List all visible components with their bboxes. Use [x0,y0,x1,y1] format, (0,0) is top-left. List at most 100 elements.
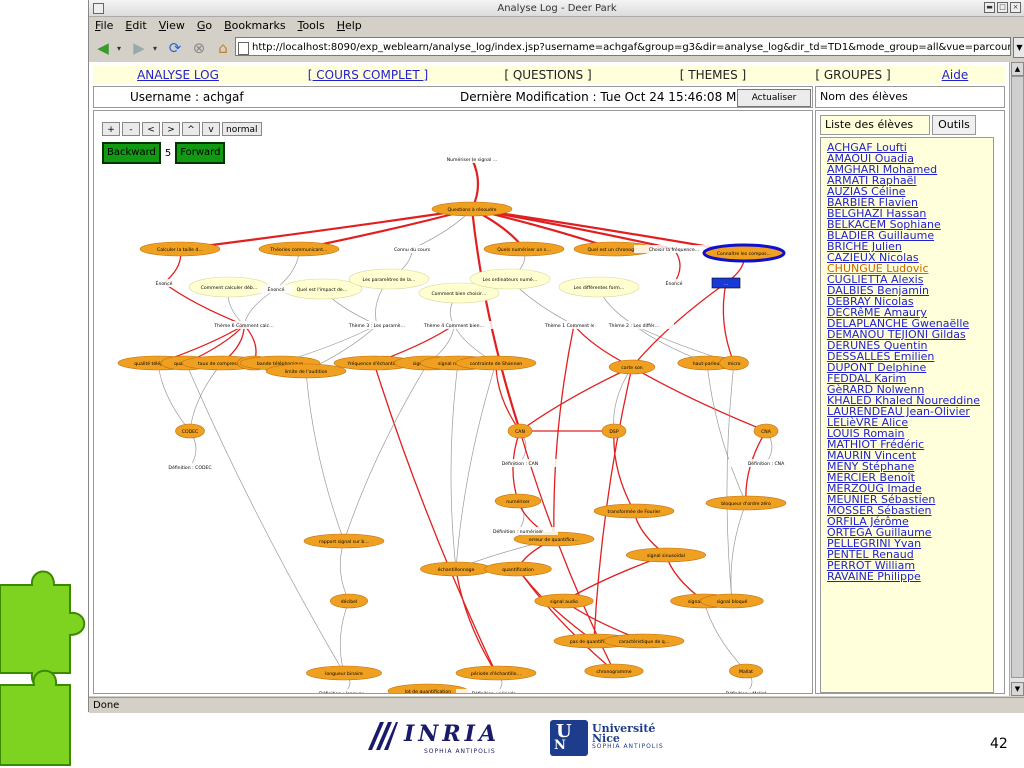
graph-node[interactable]: Définition : longueu… [304,689,384,693]
back-dropdown-icon[interactable]: ▾ [117,43,122,53]
menu-edit[interactable]: Edit [125,19,147,32]
pan-right-button[interactable]: > [162,122,180,136]
graph-node[interactable]: Calculer la taille d… [139,241,221,257]
student-link[interactable]: MAURIN Vincent [827,449,917,462]
student-link[interactable]: RAVAINE Philippe [827,570,921,583]
maximize-icon[interactable]: □ [997,2,1008,13]
graph-node[interactable]: signal audio [534,593,594,609]
graph-node[interactable]: Définition : CAN [482,459,558,467]
graph-node[interactable]: bloqueur d'ordre zéro [705,495,787,511]
graph-node[interactable]: transformée de Fourier [593,503,675,519]
student-link[interactable]: ORTEGA Guillaume [827,526,932,539]
scroll-thumb[interactable] [1011,76,1024,678]
pan-left-button[interactable]: < [142,122,160,136]
student-link[interactable]: AMAOUI Ouadia [827,152,914,165]
graph-node[interactable]: numériser [494,493,542,509]
student-link[interactable]: BELKACEM Sophiane [827,218,941,231]
student-link[interactable]: ORFILA Jérôme [827,515,909,528]
graph-node[interactable]: Énoncé [147,279,181,287]
graph-node[interactable]: rapport signal sur b… [303,533,385,549]
graph-node[interactable]: période d'échantillo… [455,665,537,681]
graph-node[interactable]: Théories communicant… [258,241,340,257]
student-link[interactable]: DESSALLES Emilien [827,350,935,363]
menu-tools[interactable]: Tools [297,19,325,32]
pan-up-button[interactable]: ^ [182,122,200,136]
graph-node[interactable]: quantification [484,561,552,577]
back-arrow-icon[interactable]: ◀ [97,39,109,57]
menu-help[interactable]: Help [336,19,362,32]
tab-cours-complet[interactable]: [ COURS COMPLET ] [307,68,429,82]
student-link[interactable]: DALBIES Benjamin [827,284,929,297]
student-link[interactable]: PERROT William [827,559,916,572]
graph-node[interactable]: ... [711,277,741,289]
graph-node[interactable]: Énoncé [657,279,691,287]
student-link[interactable]: MATHIOT Frédéric [827,438,925,451]
student-link[interactable]: LAURENDEAU Jean-Olivier [827,405,970,418]
menu-view[interactable]: View [158,19,185,32]
menu-bookmarks[interactable]: Bookmarks [224,19,286,32]
concept-graph[interactable]: Numériser le signal … Questions à résoudr… [94,111,812,693]
graph-node[interactable]: Comment calculer déb… [188,276,270,298]
tab-questions[interactable]: [ QUESTIONS ] [504,68,592,82]
graph-node[interactable]: Thème 3 : Les paramè… [337,321,417,329]
graph-node[interactable]: Choisir la fréquence… [634,245,714,253]
student-link[interactable]: CHUNGUE Ludovic [827,262,929,275]
student-link[interactable]: AMGHARI Mohamed [827,163,938,176]
student-link[interactable]: ARMATI Raphaël [827,174,917,187]
graph-node[interactable]: caractéristique de q… [603,633,685,649]
forward-arrow-icon[interactable]: ▶ [133,39,145,57]
tab-themes[interactable]: [ THEMES ] [679,68,747,82]
graph-node[interactable]: signal sinusoïdal [625,547,706,563]
student-link[interactable]: BARBIER Flavien [827,196,919,209]
scroll-down-icon[interactable]: ▼ [1011,682,1024,696]
graph-node[interactable]: limite de l'audition [265,363,347,379]
graph-node[interactable]: carte son [608,359,656,375]
window-menu-icon[interactable] [93,2,104,14]
scroll-up-icon[interactable]: ▲ [1011,62,1024,76]
student-link[interactable]: DUPONT Delphine [827,361,927,374]
graph-node[interactable]: Définition : CODEC [150,463,230,471]
address-dropdown-icon[interactable]: ▼ [1013,37,1024,58]
stop-icon[interactable]: ⊗ [192,39,206,57]
student-link[interactable]: DEBRAY Nicolas [827,295,914,308]
graph-node[interactable]: Connu du cours [378,245,446,253]
graph-node[interactable]: décibel [330,593,369,609]
graph-node[interactable]: Questions à résoudre [431,201,513,217]
graph-node[interactable]: Numériser le signal … [432,155,512,163]
forward-button[interactable]: Forward [175,142,226,164]
graph-node[interactable]: Les ordinateurs numé… [469,268,551,290]
graph-node[interactable]: Définition : Mallat [706,689,786,693]
backward-button[interactable]: Backward [102,142,161,164]
student-link[interactable]: AUZIAS Céline [827,185,906,198]
graph-node[interactable]: chronogramme [584,663,644,679]
student-link[interactable]: MEUNIER Sébastien [827,493,936,506]
student-link[interactable]: BRICHE Julien [827,240,902,253]
graph-node[interactable]: signal bloqué [700,593,764,609]
student-link[interactable]: DELAPLANCHE Gwenaëlle [827,317,970,330]
pan-down-button[interactable]: v [202,122,220,136]
close-icon[interactable]: × [1010,2,1021,13]
actualiser-button[interactable]: Actualiser [737,89,811,107]
student-link[interactable]: KHALED Khaled Noureddine [827,394,981,407]
graph-node[interactable]: Quel est l'impact de… [281,278,363,300]
tab-tools[interactable]: Outils [932,115,976,135]
student-link[interactable]: DEMANOU TEJIONI Gildas [827,328,966,341]
home-icon[interactable]: ⌂ [218,39,228,57]
graph-node[interactable]: échantillonnage [420,561,492,577]
tab-student-list[interactable]: Liste des élèves [820,115,930,135]
student-link[interactable]: FEDDAL Karim [827,372,907,385]
graph-node[interactable]: longueur binaire [306,665,382,681]
forward-dropdown-icon[interactable]: ▾ [153,43,158,53]
student-link[interactable]: BLADIER Guillaume [827,229,935,242]
student-link[interactable]: ACHGAF Loufti [827,141,907,154]
graph-node[interactable]: Quels numériser un s… [483,241,565,257]
student-link[interactable]: PENTEL Renaud [827,548,914,561]
student-link[interactable]: LOUIS Romain [827,427,905,440]
graph-node[interactable]: Comment bien choisir… [418,282,500,304]
graph-node[interactable]: contrainte de Shannon [455,355,537,371]
graph-node[interactable]: Thème 6 Comment calc… [204,321,284,329]
student-link[interactable]: BELGHAZI Hassan [827,207,927,220]
vertical-scrollbar[interactable]: ▲ ▼ [1009,62,1024,696]
graph-node[interactable]: Définition : CNA [728,459,804,467]
student-link[interactable]: PELLEGRINI Yvan [827,537,922,550]
